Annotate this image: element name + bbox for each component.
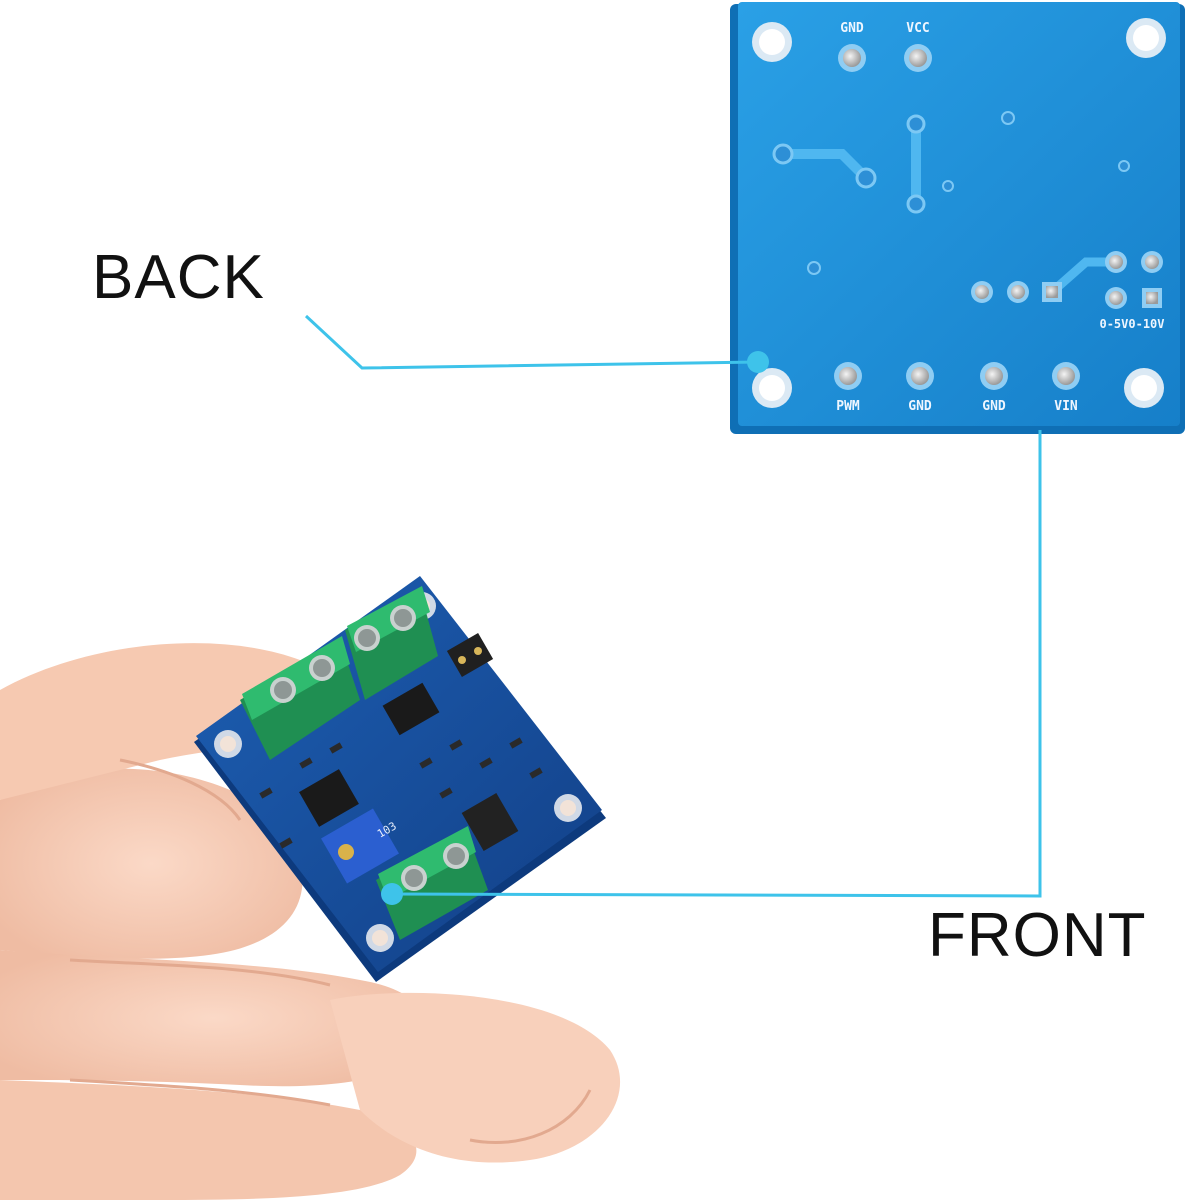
mounting-holes [752, 18, 1166, 408]
front-board: 103 [194, 576, 606, 982]
hand [0, 643, 621, 1200]
pin-label-gnd-2: GND [982, 399, 1006, 414]
terminal-block-output [376, 826, 488, 940]
callout-lines [304, 314, 1042, 898]
terminal-block-input [240, 636, 360, 760]
range-label: 0-5V0-10V [1099, 317, 1164, 331]
back-board: GND VCC 0-5V0-10V PWM GND GND VIN [730, 2, 1185, 434]
pin-label-vin: VIN [1054, 399, 1078, 414]
trimmer-potentiometer: 103 [321, 808, 399, 884]
pin-label-gnd-top: GND [840, 21, 864, 36]
front-callout-dot [381, 883, 403, 905]
back-callout-dot [747, 351, 769, 373]
terminal-block-power [345, 586, 438, 700]
front-label: FRONT [928, 901, 1147, 970]
pin-label-pwm: PWM [836, 399, 860, 414]
pin-label-gnd-1: GND [908, 399, 932, 414]
back-label: BACK [92, 243, 265, 312]
pin-label-vcc: VCC [906, 21, 929, 36]
